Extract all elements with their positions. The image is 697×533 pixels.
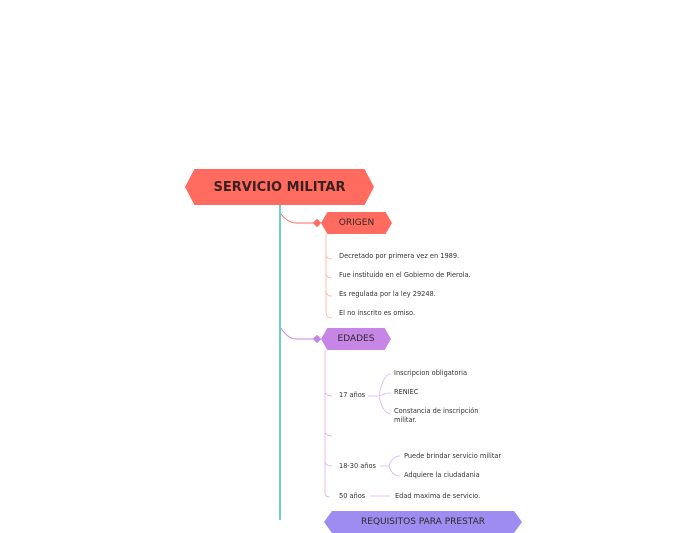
age-18-30-item-2[interactable]: Adquiere la ciudadania [404, 471, 480, 479]
connector-lines [279, 205, 401, 520]
origen-connector-dot [312, 218, 322, 228]
age-17-item-1[interactable]: Inscripcion obligatoria [394, 369, 467, 377]
edades-connector [280, 327, 318, 340]
age-17-label[interactable]: 17 años [339, 391, 366, 399]
mind-map-canvas: SERVICIO MILITAR ORIGEN Decretado por pr… [185, 169, 522, 533]
age-17-item-3[interactable]: Constancia de inscripción militar. [394, 407, 479, 424]
origen-leaf-lines [325, 234, 333, 319]
root-topic[interactable]: SERVICIO MILITAR [185, 169, 374, 205]
origen-item-4[interactable]: El no inscrito es omiso. [339, 309, 416, 317]
age17-connector [368, 373, 392, 415]
edades-leaf-lines [324, 350, 333, 498]
age-50-item-1[interactable]: Edad maxima de servicio. [395, 492, 481, 500]
age-50-label[interactable]: 50 años [339, 492, 366, 500]
edades-connector-dot [312, 334, 322, 344]
age18-30-connector [380, 455, 401, 477]
branch-edades[interactable]: EDADES [321, 328, 391, 350]
branch-origen[interactable]: ORIGEN [321, 212, 392, 234]
origen-item-3[interactable]: Es regulada por la ley 29248. [339, 290, 436, 298]
branch-requisitos[interactable]: REQUISITOS PARA PRESTAR [324, 511, 522, 533]
origen-item-2[interactable]: Fue instituido en el Gobierno de Pierola… [339, 271, 471, 279]
age-18-30-item-1[interactable]: Puede brindar servicio militar [404, 452, 502, 460]
age-18-30-label[interactable]: 18-30 años [339, 462, 376, 470]
origen-connector [280, 213, 318, 224]
age-17-item-2[interactable]: RENIEC [394, 388, 419, 396]
origen-item-1[interactable]: Decretado por primera vez en 1989. [339, 252, 460, 260]
